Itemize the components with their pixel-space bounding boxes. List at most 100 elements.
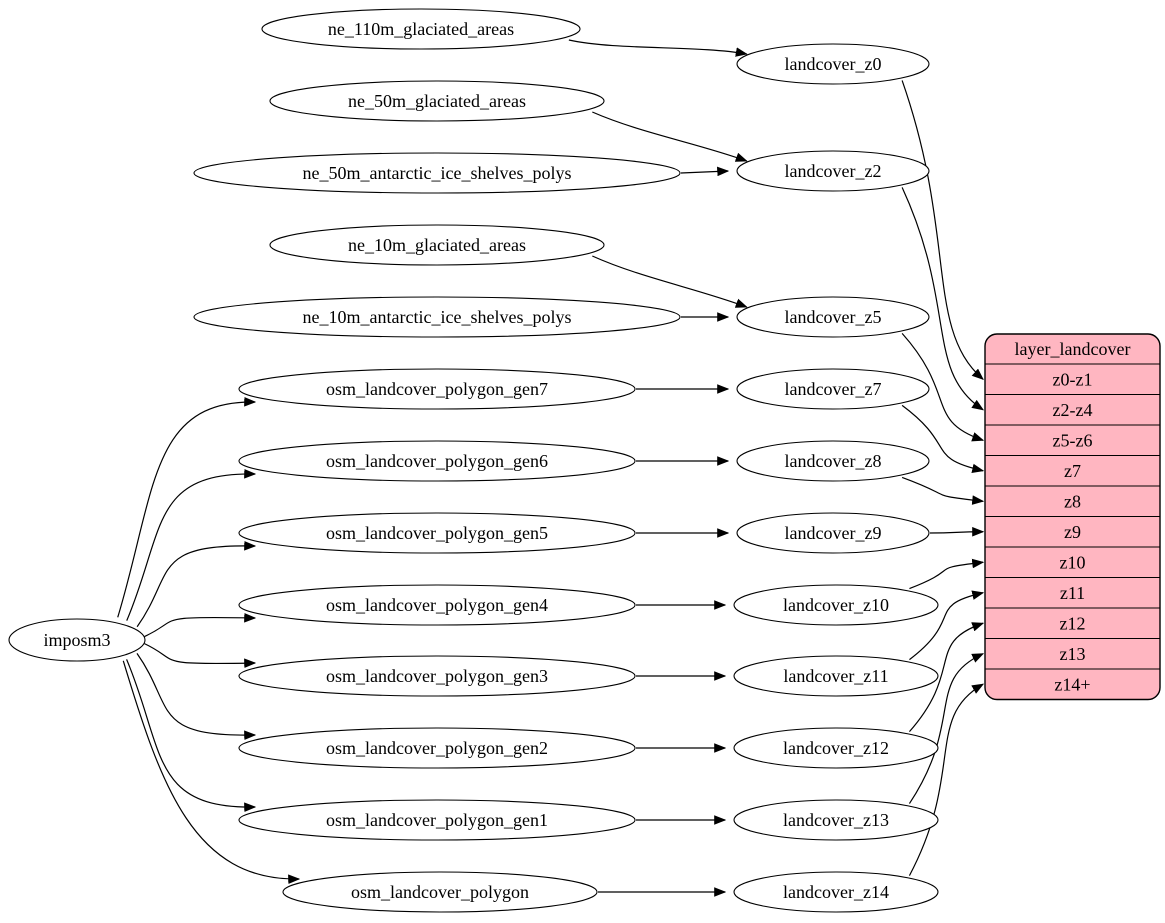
node-label-osm_landcover_polygon_gen6: osm_landcover_polygon_gen6: [326, 451, 548, 471]
edge-landcover_z2-to-layer-row-z2-z4: [901, 187, 985, 411]
node-shape-landcover_z5: [736, 296, 930, 338]
layer-table-row-z0-z1: z0-z1: [1053, 369, 1093, 389]
node-label-ne_110m_glaciated_areas: ne_110m_glaciated_areas: [328, 19, 514, 39]
node-landcover_z5: landcover_z5: [736, 296, 930, 338]
layer-table-row-z10: z10: [1060, 552, 1086, 572]
edge-ne_10m_glaciated_areas-to-landcover_z5: [592, 255, 748, 308]
node-osm_landcover_polygon_gen6: osm_landcover_polygon_gen6: [238, 440, 636, 482]
node-label-osm_landcover_polygon_gen4: osm_landcover_polygon_gen4: [326, 595, 548, 615]
node-shape-landcover_z9: [736, 512, 930, 554]
node-ne_50m_glaciated_areas: ne_50m_glaciated_areas: [269, 80, 605, 122]
edge-landcover_z11-to-layer-row-z11: [909, 590, 985, 661]
node-imposm3: imposm3: [8, 618, 146, 662]
node-landcover_z9: landcover_z9: [736, 512, 930, 554]
edge-landcover_z0-to-layer-row-z0-z1: [901, 80, 984, 381]
node-osm_landcover_polygon_gen5: osm_landcover_polygon_gen5: [238, 512, 636, 554]
node-osm_landcover_polygon_gen1: osm_landcover_polygon_gen1: [238, 799, 636, 841]
node-osm_landcover_polygon_gen4: osm_landcover_polygon_gen4: [238, 584, 636, 626]
layer-table-row-z9: z9: [1064, 522, 1081, 542]
edge-imposm3-to-osm_landcover_polygon: [122, 660, 301, 884]
node-shape-landcover_z12: [733, 727, 939, 769]
node-label-osm_landcover_polygon_gen3: osm_landcover_polygon_gen3: [326, 666, 548, 686]
edge-landcover_z5-to-layer-row-z5-z6: [901, 333, 985, 442]
node-label-landcover_z9: landcover_z9: [785, 523, 882, 543]
node-label-ne_50m_glaciated_areas: ne_50m_glaciated_areas: [348, 91, 526, 111]
edge-imposm3-to-osm_landcover_polygon_gen3: [144, 643, 257, 669]
node-landcover_z12: landcover_z12: [733, 727, 939, 769]
node-shape-osm_landcover_polygon_gen4: [238, 584, 636, 626]
node-osm_landcover_polygon: osm_landcover_polygon: [282, 871, 598, 913]
edge-imposm3-to-osm_landcover_polygon_gen1: [126, 659, 257, 812]
edge-imposm3-to-osm_landcover_polygon_gen2: [136, 653, 257, 741]
layer-table-row-z7: z7: [1064, 461, 1081, 481]
node-label-ne_50m_antarctic_ice_shelves_polys: ne_50m_antarctic_ice_shelves_polys: [303, 163, 572, 183]
edge-imposm3-to-osm_landcover_polygon_gen7: [117, 397, 257, 618]
node-landcover_z7: landcover_z7: [736, 368, 930, 410]
node-osm_landcover_polygon_gen2: osm_landcover_polygon_gen2: [238, 727, 636, 769]
node-label-landcover_z7: landcover_z7: [785, 379, 882, 399]
edge-landcover_z12-to-layer-row-z12: [908, 622, 985, 732]
edge-ne_110m_glaciated_areas-to-landcover_z0: [568, 39, 748, 57]
node-shape-osm_landcover_polygon: [282, 871, 598, 913]
edge-landcover_z14-to-layer-row-z14+: [908, 683, 985, 876]
node-label-osm_landcover_polygon_gen5: osm_landcover_polygon_gen5: [326, 523, 548, 543]
node-shape-osm_landcover_polygon_gen6: [238, 440, 636, 482]
node-label-landcover_z2: landcover_z2: [785, 161, 882, 181]
node-ne_10m_glaciated_areas: ne_10m_glaciated_areas: [269, 224, 605, 266]
node-shape-ne_10m_antarctic_ice_shelves_polys: [193, 296, 681, 338]
node-ne_50m_antarctic_ice_shelves_polys: ne_50m_antarctic_ice_shelves_polys: [193, 152, 681, 194]
edge-landcover_z9-to-layer-row-z9: [929, 526, 985, 537]
node-landcover_z8: landcover_z8: [736, 440, 930, 482]
edge-landcover_z10-to-layer-row-z10: [909, 558, 985, 590]
node-label-osm_landcover_polygon_gen7: osm_landcover_polygon_gen7: [326, 379, 548, 399]
node-label-landcover_z12: landcover_z12: [783, 738, 889, 758]
layer-table-row-z8: z8: [1064, 491, 1081, 511]
node-label-landcover_z0: landcover_z0: [785, 54, 882, 74]
node-shape-landcover_z10: [733, 584, 939, 626]
node-label-ne_10m_antarctic_ice_shelves_polys: ne_10m_antarctic_ice_shelves_polys: [303, 307, 572, 327]
node-landcover_z2: landcover_z2: [736, 150, 930, 192]
edge-landcover_z13-to-layer-row-z13: [908, 653, 985, 804]
node-landcover_z0: landcover_z0: [736, 43, 930, 85]
node-shape-landcover_z2: [736, 150, 930, 192]
layer-table-row-z5-z6: z5-z6: [1053, 430, 1093, 450]
node-shape-landcover_z8: [736, 440, 930, 482]
layer-table-row-z13: z13: [1060, 644, 1086, 664]
node-label-landcover_z13: landcover_z13: [783, 810, 889, 830]
node-label-landcover_z14: landcover_z14: [783, 882, 889, 902]
node-ne_110m_glaciated_areas: ne_110m_glaciated_areas: [261, 8, 581, 50]
layer-landcover-table: layer_landcover z0-z1 z2-z4 z5-z6 z7 z8 z9 z10 z…: [984, 333, 1161, 701]
node-label-imposm3: imposm3: [43, 630, 110, 650]
node-shape-landcover_z13: [733, 799, 939, 841]
node-shape-osm_landcover_polygon_gen3: [238, 655, 636, 697]
node-label-osm_landcover_polygon_gen2: osm_landcover_polygon_gen2: [326, 738, 548, 758]
node-landcover_z14: landcover_z14: [733, 871, 939, 913]
node-shape-ne_10m_glaciated_areas: [269, 224, 605, 266]
node-shape-ne_110m_glaciated_areas: [261, 8, 581, 50]
layer-table-row-z11: z11: [1060, 583, 1085, 603]
node-label-landcover_z5: landcover_z5: [785, 307, 882, 327]
edge-imposm3-to-osm_landcover_polygon_gen5: [136, 540, 257, 628]
node-shape-osm_landcover_polygon_gen2: [238, 727, 636, 769]
node-shape-landcover_z0: [736, 43, 930, 85]
edge-imposm3-to-osm_landcover_polygon_gen4: [144, 612, 257, 638]
layer-table-row-z2-z4: z2-z4: [1053, 400, 1093, 420]
node-label-osm_landcover_polygon_gen1: osm_landcover_polygon_gen1: [326, 810, 548, 830]
node-ne_10m_antarctic_ice_shelves_polys: ne_10m_antarctic_ice_shelves_polys: [193, 296, 681, 338]
edge-landcover_z7-to-layer-row-z7: [901, 404, 985, 474]
node-shape-landcover_z7: [736, 368, 930, 410]
edge-ne_50m_antarctic_ice_shelves_polys-to-landcover_z2: [680, 166, 730, 177]
edge-ne_50m_glaciated_areas-to-landcover_z2: [592, 111, 748, 162]
node-shape-osm_landcover_polygon_gen1: [238, 799, 636, 841]
node-label-ne_10m_glaciated_areas: ne_10m_glaciated_areas: [348, 235, 526, 255]
edge-imposm3-to-osm_landcover_polygon_gen6: [126, 469, 257, 621]
node-osm_landcover_polygon_gen3: osm_landcover_polygon_gen3: [238, 655, 636, 697]
node-shape-landcover_z14: [733, 871, 939, 913]
edge-landcover_z8-to-layer-row-z8: [901, 476, 985, 505]
node-osm_landcover_polygon_gen7: osm_landcover_polygon_gen7: [238, 368, 636, 410]
node-shape-osm_landcover_polygon_gen7: [238, 368, 636, 410]
layer-table-title: layer_landcover: [1015, 339, 1131, 359]
node-label-landcover_z11: landcover_z11: [783, 666, 888, 686]
node-landcover_z10: landcover_z10: [733, 584, 939, 626]
